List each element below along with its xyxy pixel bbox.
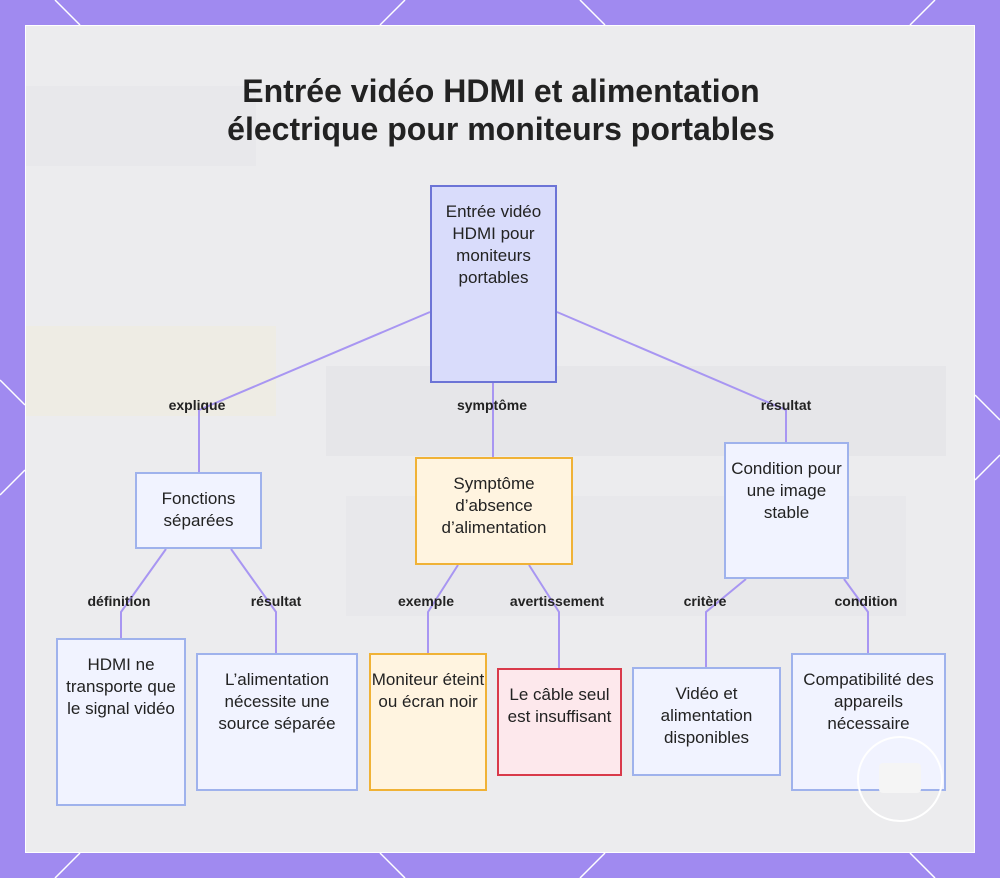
- edge-label-resultat-left: résultat: [250, 593, 302, 609]
- edge-root-condition: [556, 311, 787, 442]
- node-compat-label: Compatibilité des appareils nécessaire: [803, 670, 934, 733]
- diagram-card: Entrée vidéo HDMI et alimentation électr…: [25, 25, 975, 853]
- node-video-label: Vidéo et alimentation disponibles: [660, 684, 753, 747]
- edge-fonctions-hdmi: [120, 548, 167, 638]
- node-condition: Condition pour une image stable: [724, 442, 849, 579]
- node-condition-label: Condition pour une image stable: [731, 459, 842, 522]
- edge-label-definition: définition: [87, 593, 151, 609]
- watermark-badge: [857, 736, 943, 822]
- edge-symptome-moniteur: [427, 564, 459, 653]
- edge-fonctions-alimentation: [230, 548, 277, 653]
- node-root-label: Entrée vidéo HDMI pour moniteurs portabl…: [445, 202, 542, 287]
- node-symptome-label: Symptôme d’absence d’alimentation: [441, 474, 547, 537]
- node-symptome: Symptôme d’absence d’alimentation: [415, 457, 573, 565]
- node-hdmi: HDMI ne transporte que le signal vidéo: [56, 638, 186, 806]
- edge-symptome-cable: [528, 564, 560, 668]
- node-cable: Le câble seul est insuffisant: [497, 668, 622, 776]
- edge-label-condition: condition: [834, 593, 898, 609]
- page-title: Entrée vidéo HDMI et alimentation électr…: [227, 73, 775, 147]
- edge-root-fonctions: [198, 311, 431, 472]
- edges: [120, 311, 869, 668]
- node-alimentation-label: L’alimentation nécessite une source sépa…: [218, 670, 336, 733]
- node-fonctions: Fonctions séparées: [135, 472, 262, 549]
- node-moniteur-label: Moniteur éteint ou écran noir: [371, 670, 485, 711]
- node-fonctions-label: Fonctions séparées: [161, 489, 236, 530]
- edge-label-resultat-top: résultat: [760, 397, 812, 413]
- edge-label-critere: critère: [683, 593, 727, 609]
- edge-label-symptome: symptôme: [456, 397, 528, 413]
- node-moniteur: Moniteur éteint ou écran noir: [369, 653, 487, 791]
- edge-condition-compat: [843, 578, 869, 653]
- node-cable-label: Le câble seul est insuffisant: [507, 685, 612, 726]
- node-alimentation: L’alimentation nécessite une source sépa…: [196, 653, 358, 791]
- node-hdmi-label: HDMI ne transporte que le signal vidéo: [66, 655, 176, 718]
- edge-label-exemple: exemple: [397, 593, 455, 609]
- edge-condition-video: [705, 578, 747, 667]
- watermark-icon: [879, 763, 921, 793]
- node-root: Entrée vidéo HDMI pour moniteurs portabl…: [430, 185, 557, 383]
- edge-label-explique: explique: [168, 397, 226, 413]
- edge-label-avertissement: avertissement: [509, 593, 605, 609]
- node-video: Vidéo et alimentation disponibles: [632, 667, 781, 776]
